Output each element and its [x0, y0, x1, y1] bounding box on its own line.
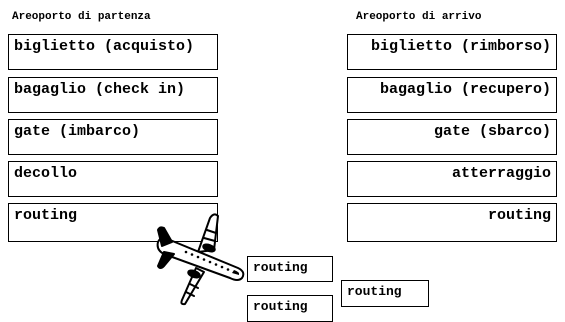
arrival-title: Areoporto di arrivo [356, 11, 482, 23]
departure-layer-routing: routing [8, 203, 218, 242]
arrival-layer-landing: atterraggio [347, 161, 557, 197]
arrival-layer-gate: gate (sbarco) [347, 119, 557, 155]
departure-layer-takeoff: decollo [8, 161, 218, 197]
arrival-layer-baggage: bagaglio (recupero) [347, 77, 557, 113]
departure-title: Areoporto di partenza [12, 11, 151, 23]
intermediate-router-2: routing [341, 280, 429, 307]
intermediate-router-1: routing [247, 256, 333, 282]
departure-layer-gate: gate (imbarco) [8, 119, 218, 155]
intermediate-router-3: routing [247, 295, 333, 322]
arrival-layer-routing: routing [347, 203, 557, 242]
airplane-icon [156, 213, 245, 306]
arrival-layer-ticket: biglietto (rimborso) [347, 34, 557, 70]
departure-layer-ticket: biglietto (acquisto) [8, 34, 218, 70]
departure-layer-baggage: bagaglio (check in) [8, 77, 218, 113]
